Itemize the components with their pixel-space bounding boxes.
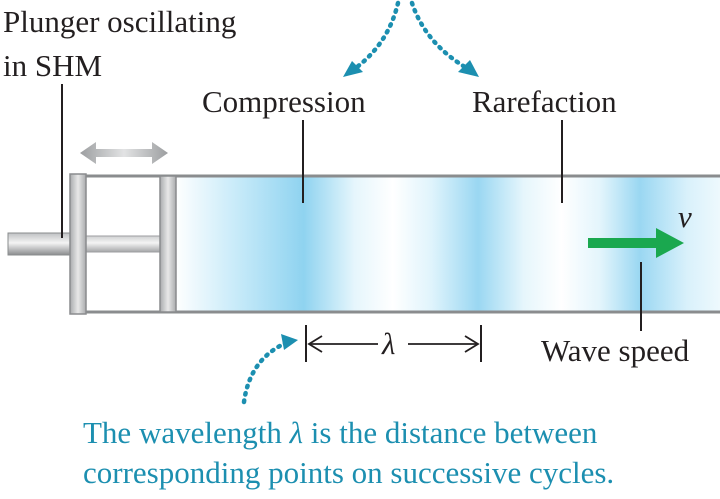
- caption-line1-before: The wavelength: [83, 415, 290, 450]
- plunger-front-plate: [159, 175, 177, 313]
- wave-velocity-arrow: [588, 228, 684, 258]
- rarefaction-label: Rarefaction: [472, 84, 617, 119]
- plunger-back-plate: [69, 173, 87, 315]
- caption-line1-after: is the distance between: [303, 415, 598, 450]
- caption-line1: The wavelength λ is the distance between: [83, 417, 597, 448]
- wavelength-symbol: λ: [382, 326, 396, 361]
- piston-inner-rod: [85, 235, 163, 253]
- wave-speed-label: Wave speed: [541, 333, 690, 368]
- caption-lambda-symbol: λ: [289, 415, 304, 450]
- velocity-symbol: v: [678, 199, 692, 234]
- dotted-arrow-to-rarefaction: [409, 0, 473, 73]
- plunger-label-line1: Plunger oscillating: [3, 4, 237, 39]
- dotted-arrowhead-bottom: [281, 334, 298, 350]
- compression-label: Compression: [202, 84, 366, 119]
- piston-rod: [7, 232, 71, 256]
- plunger-motion-arrow: [80, 142, 168, 164]
- caption-line2: corresponding points on successive cycle…: [83, 455, 615, 490]
- plunger-label-line2: in SHM: [3, 48, 103, 83]
- wavelength-arrowhead-right: [464, 335, 480, 353]
- dotted-arrow-to-compression: [350, 0, 401, 73]
- wavelength-arrowhead-left: [307, 335, 323, 353]
- dotted-arrowhead-right: [458, 60, 479, 77]
- dotted-arrow-to-wavelength: [241, 339, 291, 405]
- dotted-arrowhead-left: [343, 61, 363, 77]
